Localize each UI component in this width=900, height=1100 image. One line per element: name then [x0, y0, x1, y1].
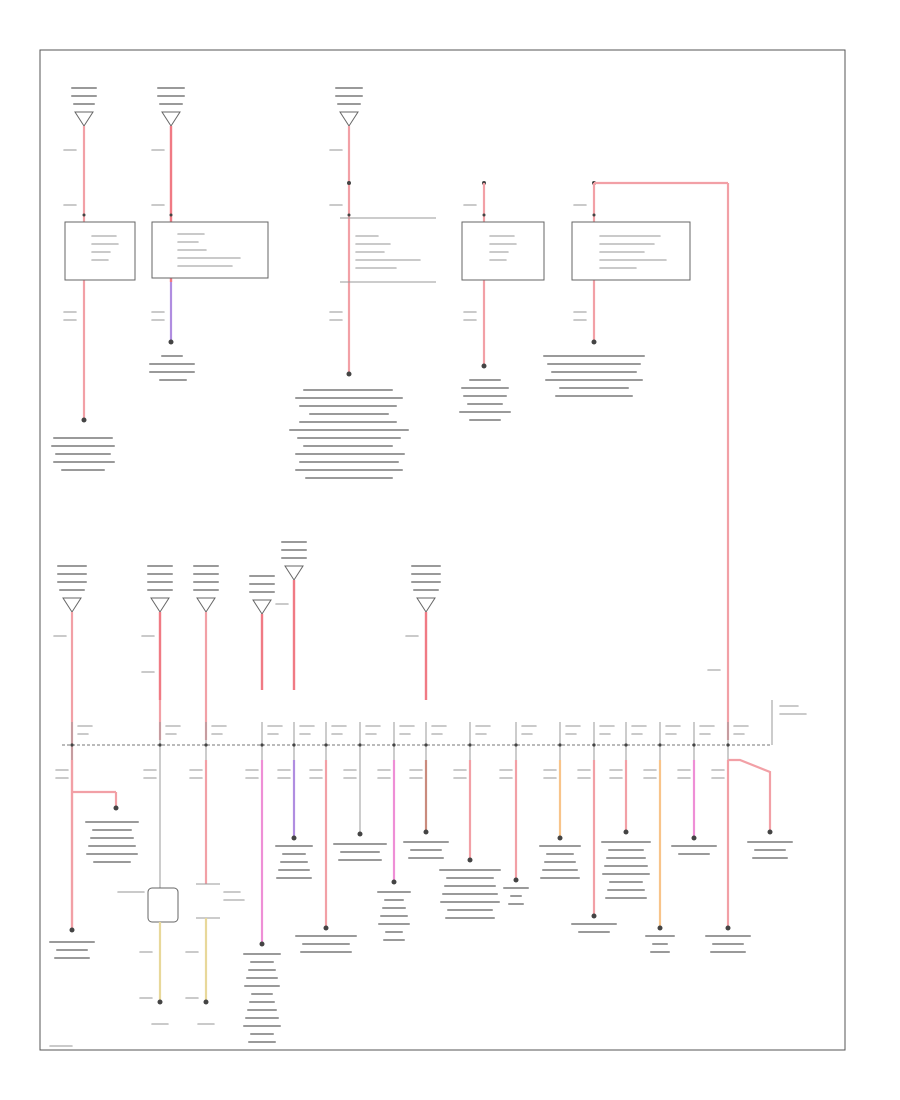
bottom-labels — [49, 821, 793, 1043]
relay-block-2 — [151, 221, 269, 279]
fuse-block-4 — [461, 221, 545, 281]
fuse-block-5 — [571, 221, 691, 281]
bottom-sources — [57, 541, 441, 615]
bus-tap — [577, 722, 615, 779]
component-box-a — [147, 887, 179, 923]
bus-tap — [409, 722, 447, 779]
bus-tap — [277, 722, 315, 779]
diagram-frame — [39, 49, 846, 1051]
bus-tap — [643, 722, 681, 779]
top-circuit-2 — [149, 87, 269, 381]
bottom-drops — [70, 758, 772, 942]
top-circuit-3 — [289, 87, 436, 479]
bus-tap — [343, 722, 381, 779]
bus-tap — [499, 722, 537, 779]
top-circuit-4 — [459, 181, 545, 421]
bus-tap — [543, 722, 581, 779]
top-circuit-1 — [51, 87, 136, 471]
bus-tap — [453, 722, 491, 779]
bus-tap — [609, 722, 647, 779]
bottom-components — [117, 883, 245, 1025]
bus-tap — [143, 722, 181, 779]
bus-taps — [55, 722, 749, 779]
top-circuit-5 — [543, 181, 728, 397]
bus-tap — [189, 722, 227, 779]
bus-tap — [309, 722, 347, 779]
bus-tap — [677, 722, 715, 779]
end-nodes — [69, 805, 773, 947]
fuse-block-1 — [64, 221, 136, 281]
bus-tap — [55, 722, 93, 779]
bus-tap — [711, 722, 749, 779]
bus-tap — [245, 722, 283, 779]
bottom-feeds — [53, 580, 721, 930]
bus-tap — [377, 722, 415, 779]
